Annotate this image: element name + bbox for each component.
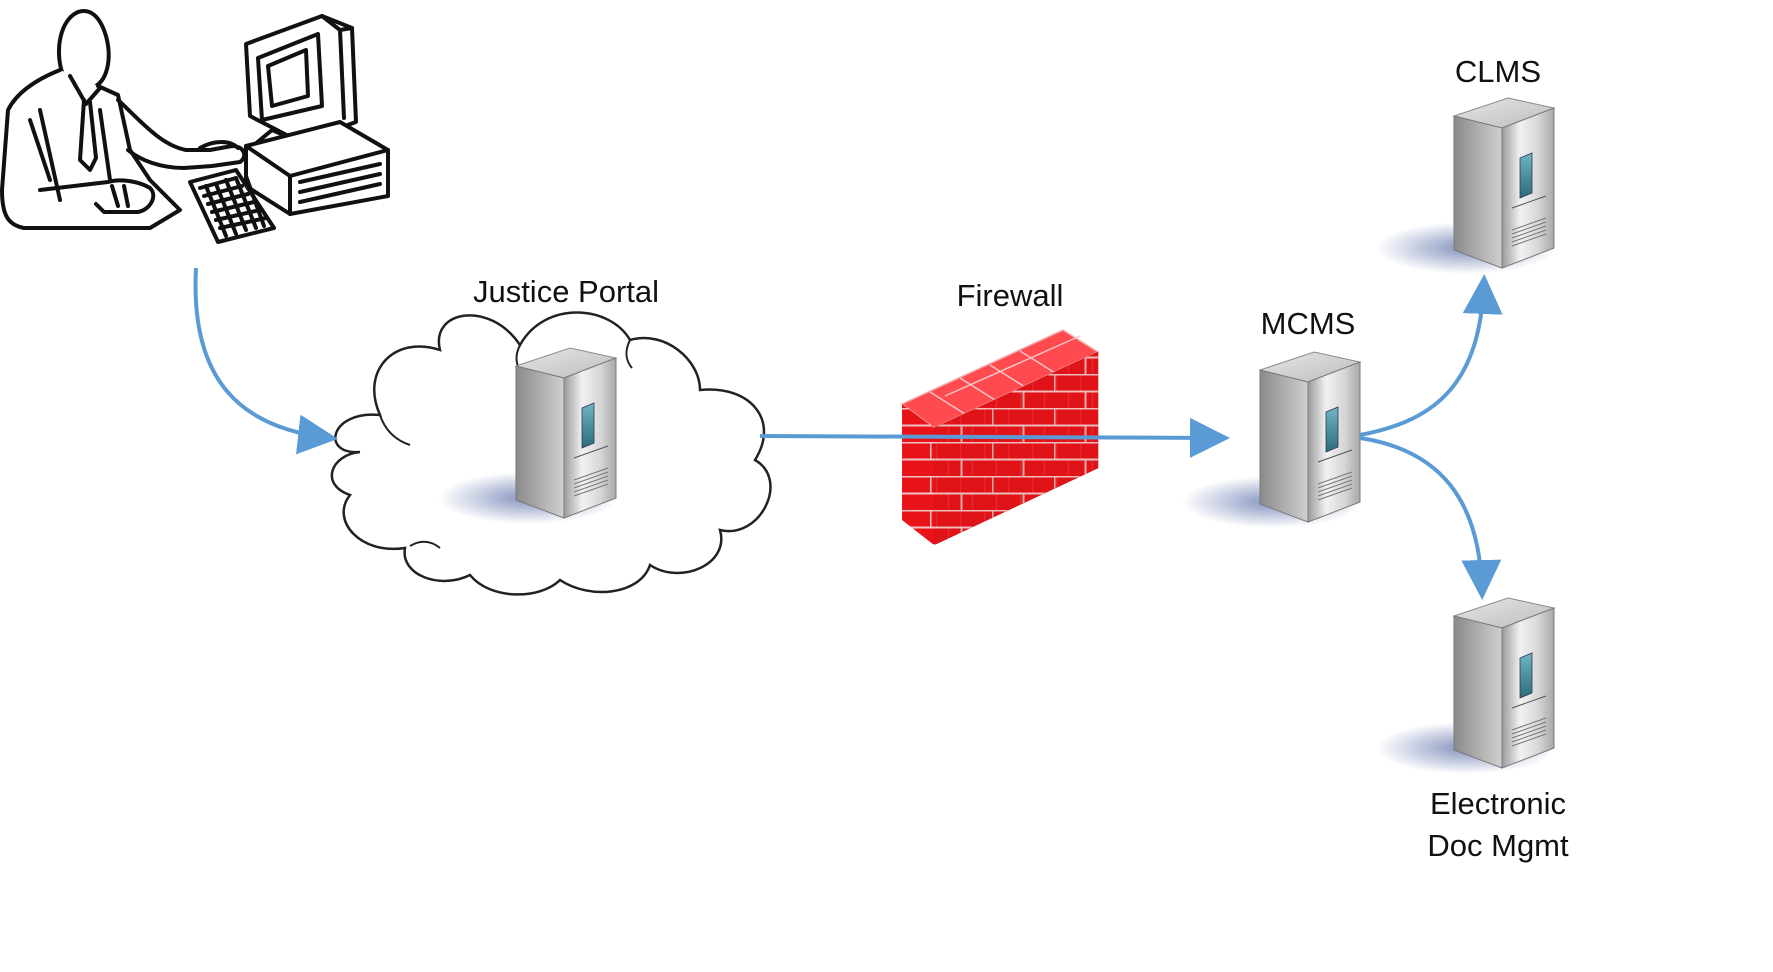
- user-to-portal-arrow: [193, 267, 338, 455]
- firewall-label: Firewall: [957, 278, 1064, 313]
- mcms-label: MCMS: [1261, 306, 1356, 341]
- edm-server-icon: [1375, 597, 1557, 775]
- clms-server-icon: [1375, 97, 1557, 275]
- edm-label-line2: Doc Mgmt: [1427, 828, 1569, 863]
- mcms-to-clms-arrow: [1359, 274, 1503, 437]
- person-at-computer-icon: [0, 9, 390, 244]
- edm-label-line1: Electronic: [1430, 786, 1566, 821]
- mcms-to-edm-arrow: [1359, 436, 1502, 600]
- portal-to-mcms-arrow: [759, 417, 1230, 458]
- clms-label: CLMS: [1455, 54, 1541, 89]
- mcms-server-icon: [1181, 351, 1363, 529]
- justice-portal-label: Justice Portal: [473, 274, 659, 309]
- brick-wall-icon: [900, 329, 1100, 546]
